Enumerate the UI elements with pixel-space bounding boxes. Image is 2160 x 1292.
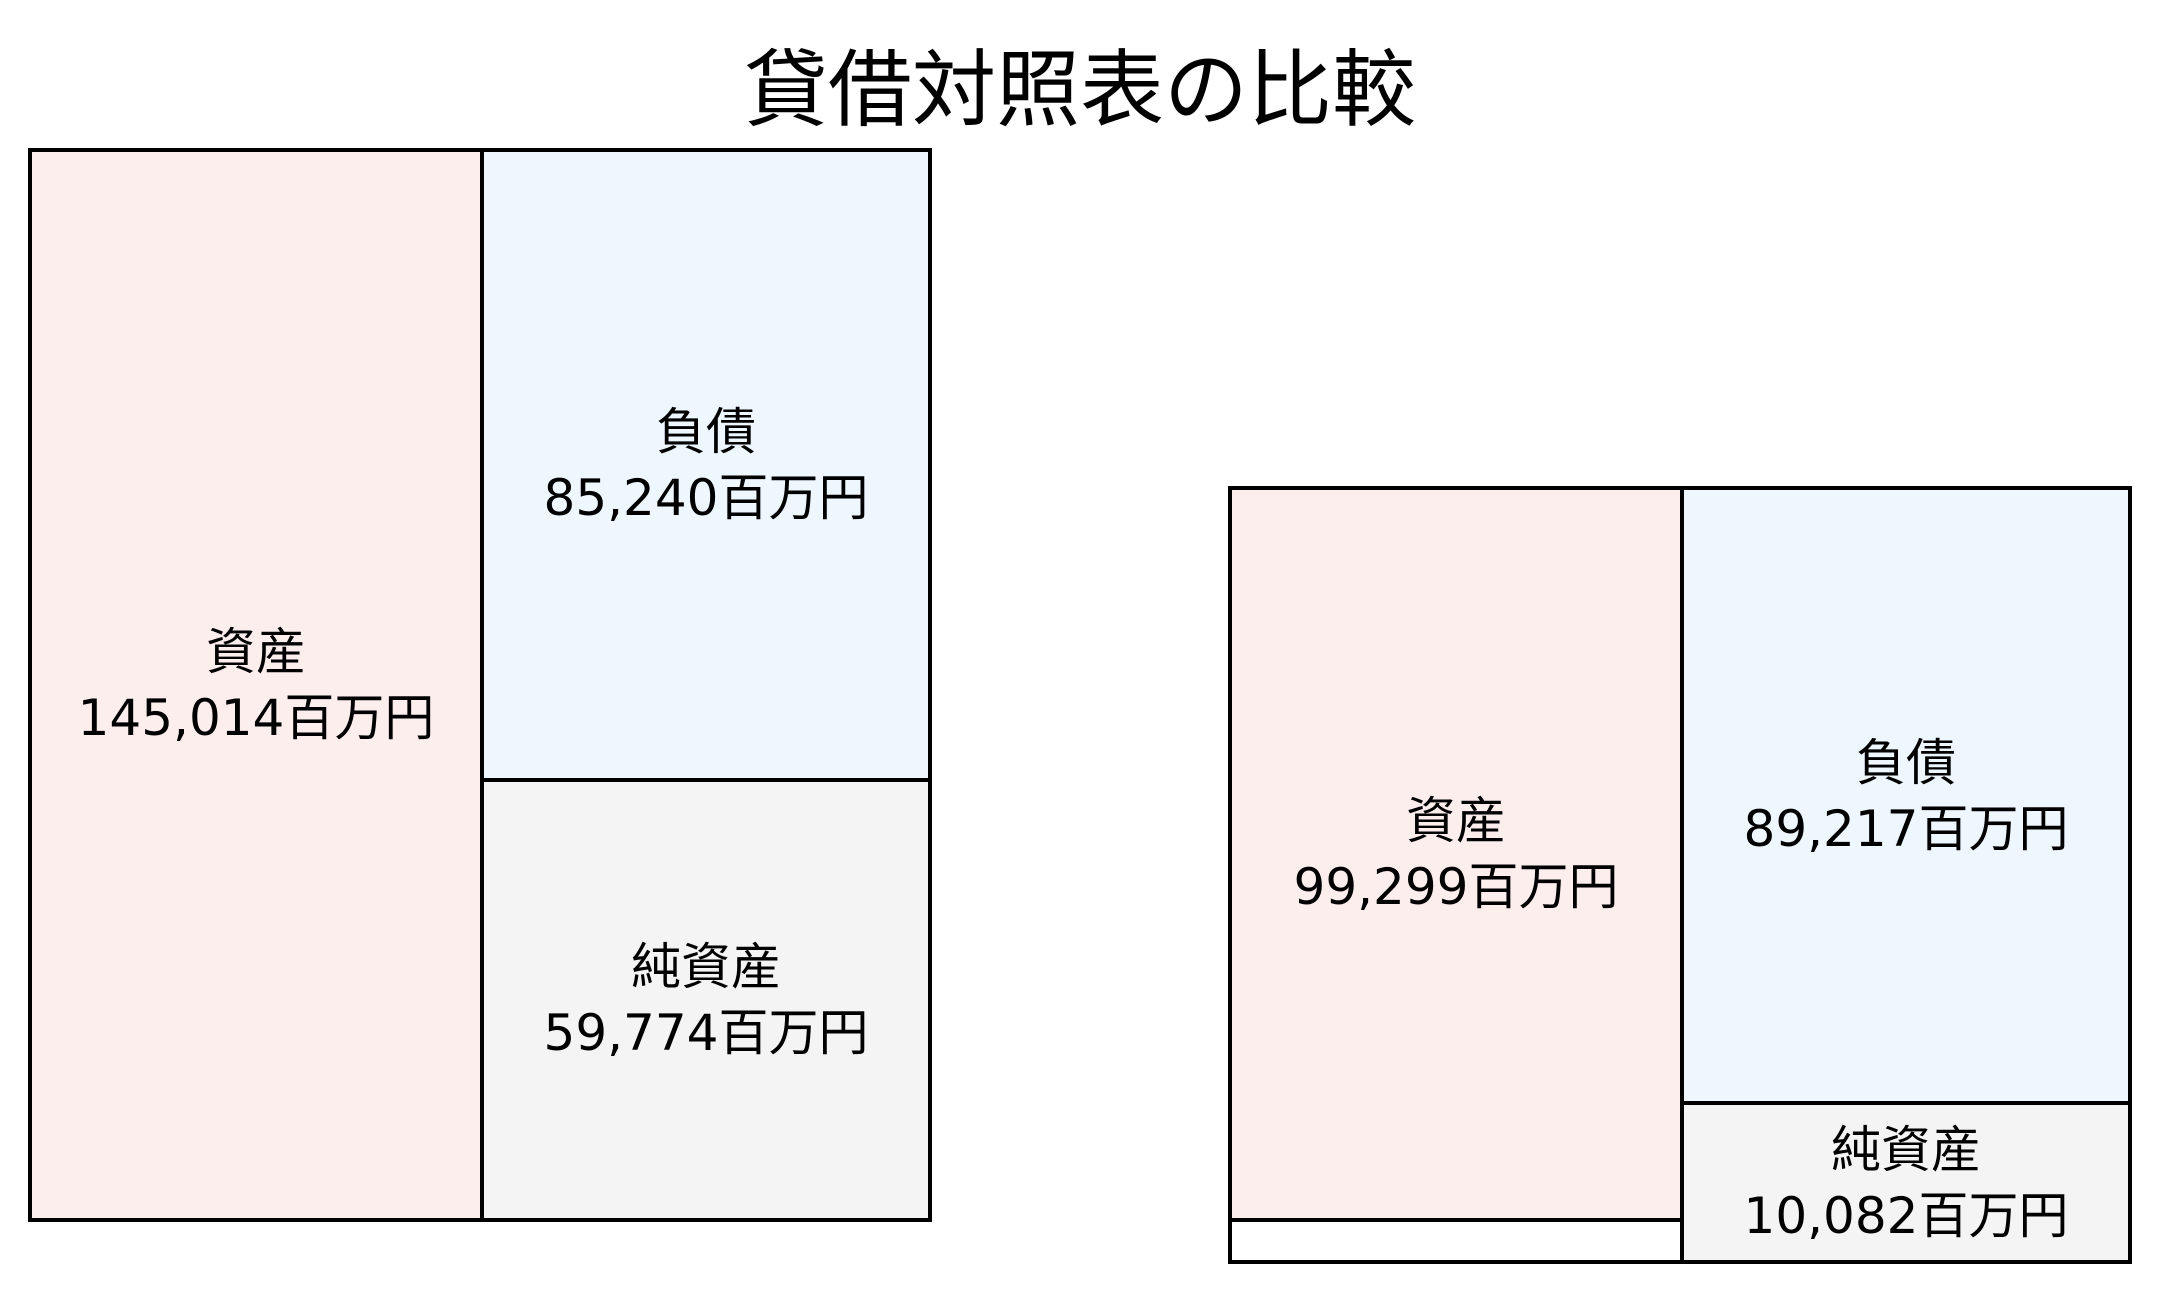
left-asset-label: 資産	[206, 623, 306, 681]
left-net-assets-value: 59,774百万円	[543, 1004, 869, 1062]
right-net-assets-value: 10,082百万円	[1743, 1186, 2069, 1245]
left-liability-block: 負債 85,240百万円	[480, 148, 932, 782]
left-net-assets-label: 純資産	[631, 938, 781, 996]
right-asset-label: 資産	[1406, 792, 1506, 850]
right-liability-block: 負債 89,217百万円	[1680, 486, 2132, 1105]
right-liability-value: 89,217百万円	[1743, 799, 2069, 858]
right-net-assets-label: 純資産	[1831, 1120, 1981, 1179]
left-liability-value: 85,240百万円	[543, 469, 869, 527]
left-net-assets-block: 純資産 59,774百万円	[480, 778, 932, 1222]
right-net-assets-block: 純資産 10,082百万円	[1680, 1101, 2132, 1264]
left-asset-block: 資産 145,014百万円	[28, 148, 484, 1222]
right-asset-block: 資産 99,299百万円	[1228, 486, 1684, 1222]
left-asset-value: 145,014百万円	[77, 689, 435, 747]
right-asset-gap	[1228, 1218, 1684, 1264]
right-liability-label: 負債	[1856, 733, 1956, 792]
right-asset-value: 99,299百万円	[1293, 858, 1619, 916]
chart-title: 貸借対照表の比較	[743, 41, 1416, 139]
left-liability-label: 負債	[656, 403, 756, 461]
